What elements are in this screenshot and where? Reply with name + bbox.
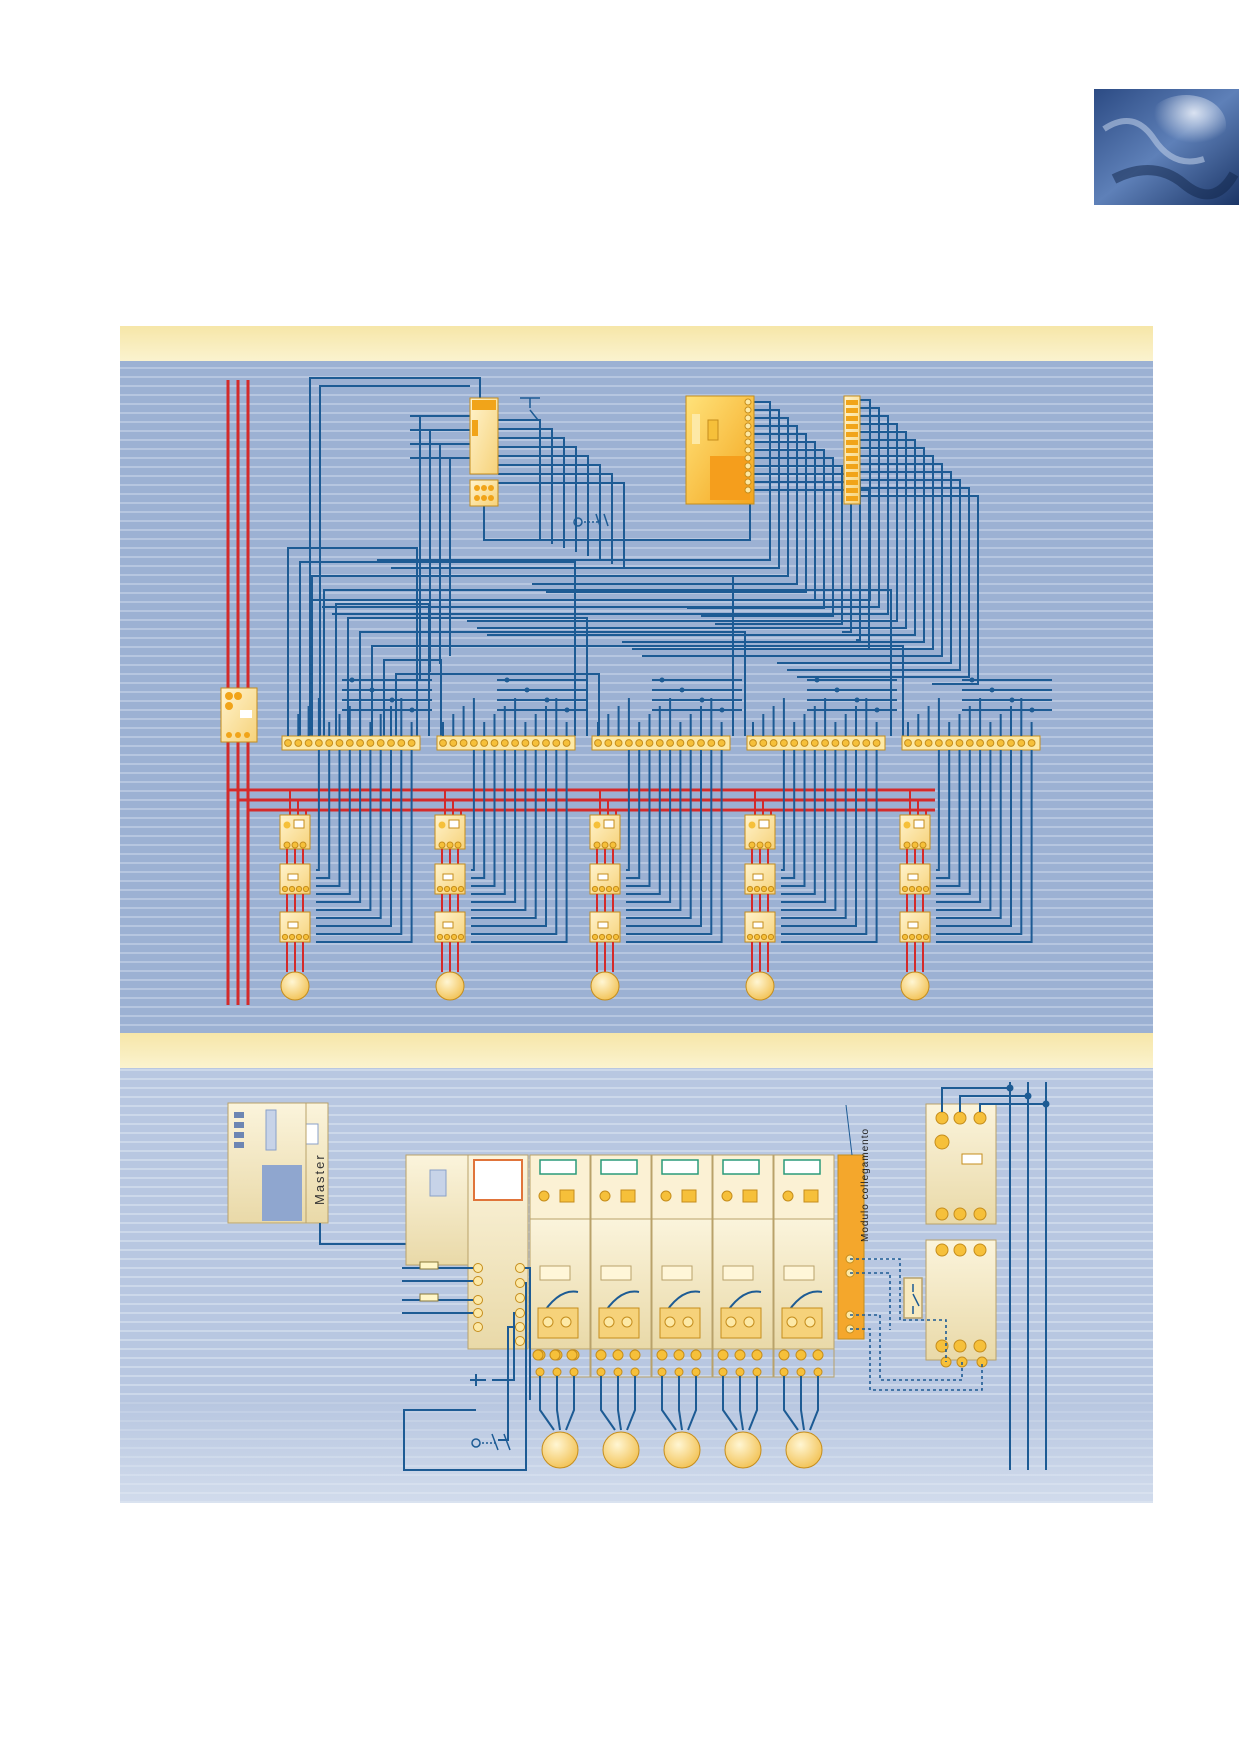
gateway-module [405,1154,529,1350]
motor-group [589,698,731,1001]
control-wiring [287,377,1052,736]
aux-switch-icon [903,1277,923,1319]
corner-photo-image [1094,89,1239,205]
safety-relay [469,397,499,507]
link-module-label: Modulo collegamento [860,1127,871,1242]
gateway-terminals-bottom [532,1349,578,1361]
pushbutton-icon [520,397,540,421]
motor-starter [651,1154,713,1469]
gateway-terminals [473,1263,525,1346]
motor-group [899,698,1041,1001]
motor-icon [900,971,930,1001]
motor-starter [529,1154,591,1469]
master-plc [227,1102,329,1224]
motor-groups [279,698,1041,1001]
fuse-icons [419,1261,439,1302]
motor-group [279,698,421,1001]
bottom-header-band [120,1033,1153,1068]
motor-starters [529,1154,835,1469]
supply-lines [941,1082,1050,1470]
motor-starter [773,1154,835,1469]
start-stop-switch-icon [471,1433,511,1451]
motor-icon [435,971,465,1001]
main-breaker [220,687,258,743]
top-panel [120,361,1153,1033]
bus-cable [319,1223,410,1245]
master-label: Master [312,1153,327,1205]
top-header-band [120,326,1153,361]
control-links [850,1258,983,1391]
io-module [843,395,861,505]
motor-starter [712,1154,774,1469]
motor-icon [724,1431,762,1469]
plc-unit [685,395,755,505]
motor-icon [541,1431,579,1469]
motor-icon [663,1431,701,1469]
motor-group [434,698,576,1001]
motor-icon [785,1431,823,1469]
emergency-stop-icon [573,513,609,527]
motor-icon [745,971,775,1001]
motor-icon [590,971,620,1001]
motor-icon [602,1431,640,1469]
motor-starter [590,1154,652,1469]
motor-group [744,698,886,1001]
link-module [837,1104,865,1340]
motor-icon [280,971,310,1001]
power-bus [226,380,935,1005]
supply-contactor [925,1103,997,1368]
